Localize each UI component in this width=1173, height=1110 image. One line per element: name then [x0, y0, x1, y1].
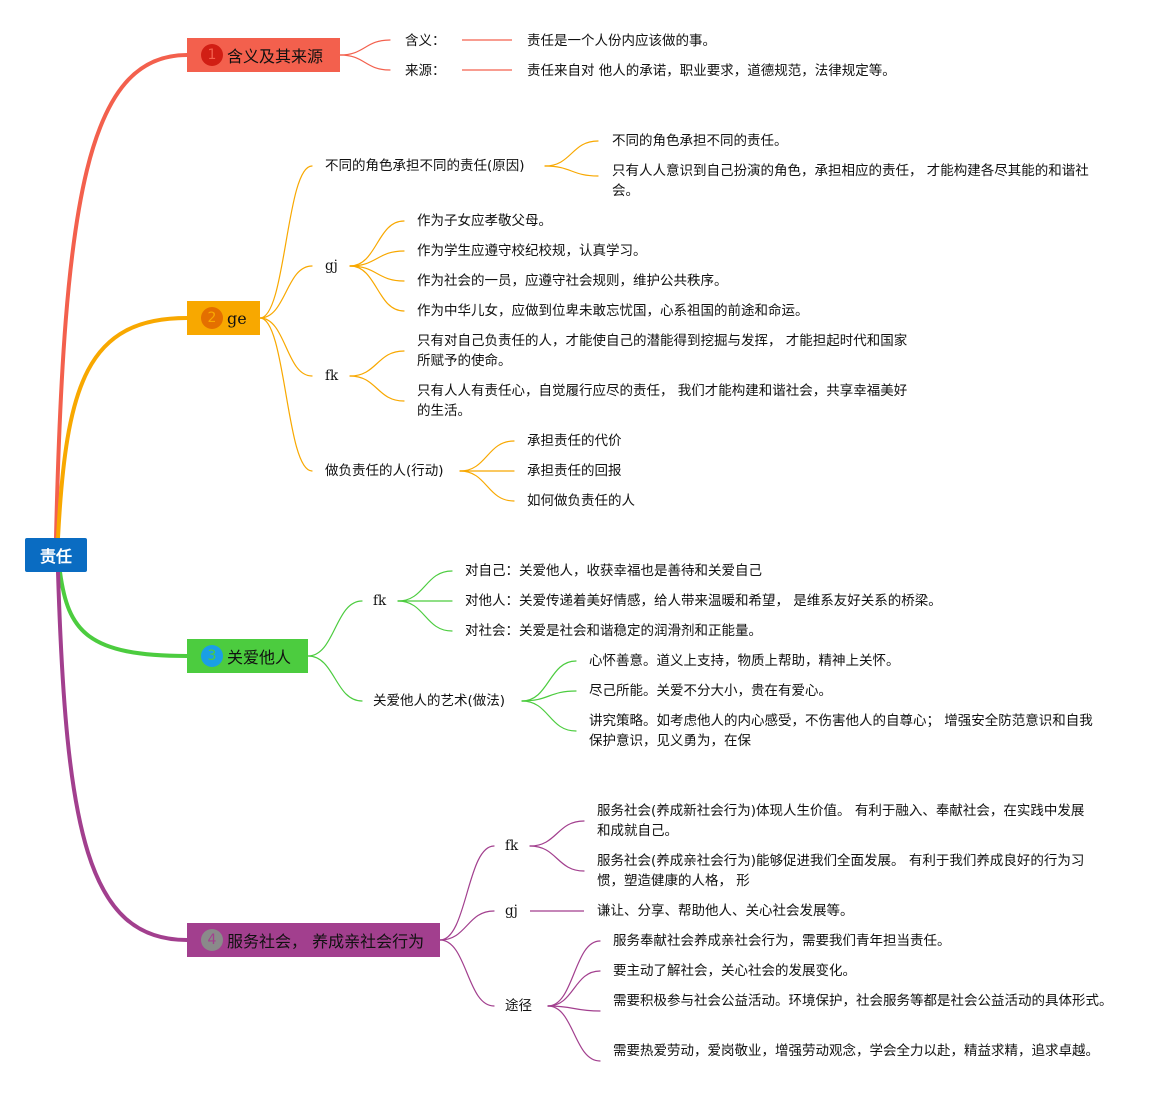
- b2-leaf-text: 作为子女应孝敬父母。: [417, 213, 552, 229]
- b2-leaf-text: 作为学生应遵守校纪校规，认真学习。: [417, 243, 647, 259]
- b3-leaf-text: 尽己所能。关爱不分大小，贵在有爱心。: [589, 683, 832, 699]
- trunk-branch-4: [56, 570, 189, 942]
- connector-line: [521, 690, 577, 702]
- connector-line: [547, 1005, 601, 1062]
- b2-leaf-text: 只有人人有责任心，自觉履行应尽的责任， 我们才能构建和谐社会，共享幸福美好的生活…: [417, 383, 908, 419]
- b2-leaf-text: 不同的角色承担不同的责任。: [612, 133, 788, 149]
- connector-line: [349, 265, 405, 312]
- b4-leaf-text: 需要积极参与社会公益活动。环境保护，社会服务等都是社会公益活动的具体形式。: [613, 993, 1113, 1009]
- b2-leaf-text: 只有对自己负责任的人，才能使自己的潜能得到挖掘与发挥， 才能担起时代和国家所赋予…: [417, 333, 908, 369]
- number-2-icon: 2: [201, 307, 223, 329]
- b4-leaf-text: 服务社会(养成亲社会行为)能够促进我们全面发展。 有利于我们养成良好的行为习惯，…: [597, 853, 1085, 889]
- connector-line: [547, 970, 601, 1007]
- branch-2-node[interactable]: 2 ge: [187, 301, 260, 335]
- b2-subtopic-label: 做负责任的人(行动): [325, 463, 444, 479]
- connector-line: [349, 250, 405, 267]
- b3-leaf-text: 讲究策略。如考虑他人的内心感受，不伤害他人的自尊心； 增强安全防范意识和自我保护…: [589, 713, 1093, 749]
- connector-line: [439, 939, 495, 1007]
- connector-line: [397, 600, 453, 632]
- connector-line: [547, 940, 601, 1007]
- b2-leaf-text: 承担责任的回报: [527, 463, 622, 479]
- connector-line: [349, 375, 405, 402]
- connector-line: [259, 317, 313, 377]
- b3-subtopic-label: 关爱他人的艺术(做法): [373, 693, 506, 709]
- connector-line: [521, 660, 577, 702]
- connector-line: [307, 655, 363, 702]
- b1-row-text: 责任来自对 他人的承诺，职业要求，道德规范，法律规定等。: [527, 63, 896, 79]
- b4-subtopic-label: gj: [505, 903, 518, 919]
- branch-1-title: 含义及其来源: [227, 47, 324, 66]
- b4-leaf-text: 服务奉献社会养成亲社会行为，需要我们青年担当责任。: [613, 933, 951, 949]
- b2-leaf-text: 作为中华儿女，应做到位卑未敢忘忧国，心系祖国的前途和命运。: [417, 303, 809, 319]
- branch-4-node[interactable]: 4 服务社会， 养成亲社会行为: [187, 923, 440, 957]
- connector-line: [339, 54, 391, 71]
- b3-subtopic-label: fk: [373, 593, 387, 609]
- connector-line: [349, 265, 405, 282]
- b4-leaf-text: 谦让、分享、帮助他人、关心社会发展等。: [597, 903, 854, 919]
- number-1-icon: 1: [201, 44, 223, 66]
- b3-leaf-text: 心怀善意。道义上支持，物质上帮助，精神上关怀。: [589, 653, 900, 669]
- b2-subtopic-label: gj: [325, 258, 338, 274]
- b4-leaf-text: 服务社会(养成新社会行为)体现人生价值。 有利于融入、奉献社会，在实践中发展和成…: [597, 803, 1085, 839]
- b1-row-label: 含义：: [405, 33, 446, 49]
- b2-subtopic-label: fk: [325, 368, 339, 384]
- connector-line: [521, 700, 577, 732]
- connector-line: [349, 220, 405, 267]
- branch-4-title: 服务社会， 养成亲社会行为: [227, 932, 425, 951]
- branch-1-node[interactable]: 1 含义及其来源: [187, 38, 340, 72]
- connector-line: [397, 570, 453, 602]
- connector-line: [544, 165, 599, 177]
- b1-row-label: 来源：: [405, 63, 446, 79]
- b2-leaf-text: 只有人人意识到自己扮演的角色，承担相应的责任， 才能构建各尽其能的和谐社会。: [612, 163, 1089, 199]
- b4-leaf-text: 要主动了解社会，关心社会的发展变化。: [613, 963, 856, 979]
- connector-line: [439, 845, 495, 941]
- connector-line: [459, 440, 515, 472]
- trunk-branch-2: [56, 316, 189, 540]
- trunk-branch-3: [58, 570, 189, 658]
- b4-subtopic-label: 途径: [505, 998, 532, 1014]
- connector-line: [459, 470, 515, 502]
- connector-line: [259, 165, 313, 319]
- b2-subtopic-label: 不同的角色承担不同的责任(原因): [325, 158, 525, 174]
- connector-line: [259, 317, 313, 472]
- connector-line: [349, 350, 405, 377]
- connector-line: [529, 820, 585, 847]
- b2-leaf-text: 承担责任的代价: [527, 433, 622, 449]
- b3-leaf-text: 对社会：关爱是社会和谐稳定的润滑剂和正能量。: [465, 623, 762, 639]
- b4-subtopic-label: fk: [505, 838, 519, 854]
- connector-line: [259, 265, 313, 319]
- trunk-branch-1: [54, 53, 189, 540]
- b3-leaf-text: 对自己：关爱他人，收获幸福也是善待和关爱自己: [465, 563, 762, 579]
- b2-leaf-text: 作为社会的一员，应遵守社会规则，维护公共秩序。: [417, 273, 728, 289]
- connector-line: [547, 1005, 601, 1012]
- number-3-icon: 3: [201, 645, 223, 667]
- b3-leaf-text: 对他人：关爱传递着美好情感，给人带来温暖和希望， 是维系友好关系的桥梁。: [465, 593, 942, 609]
- branch-2-title: ge: [227, 308, 247, 328]
- branch-3-title: 关爱他人: [227, 648, 292, 667]
- connector-line: [544, 140, 599, 167]
- connector-line: [307, 600, 363, 657]
- branch-3-node[interactable]: 3 关爱他人: [187, 639, 308, 673]
- connector-line: [529, 845, 585, 872]
- b2-leaf-text: 如何做负责任的人: [527, 493, 635, 509]
- b1-row-text: 责任是一个人份内应该做的事。: [527, 33, 716, 49]
- connector-line: [339, 39, 391, 56]
- connector-line: [439, 910, 495, 941]
- b4-leaf-text: 需要热爱劳动，爱岗敬业，增强劳动观念，学会全力以赴，精益求精，追求卓越。: [613, 1043, 1099, 1059]
- number-4-icon: 4: [201, 929, 223, 951]
- root-node[interactable]: 责任: [25, 538, 87, 572]
